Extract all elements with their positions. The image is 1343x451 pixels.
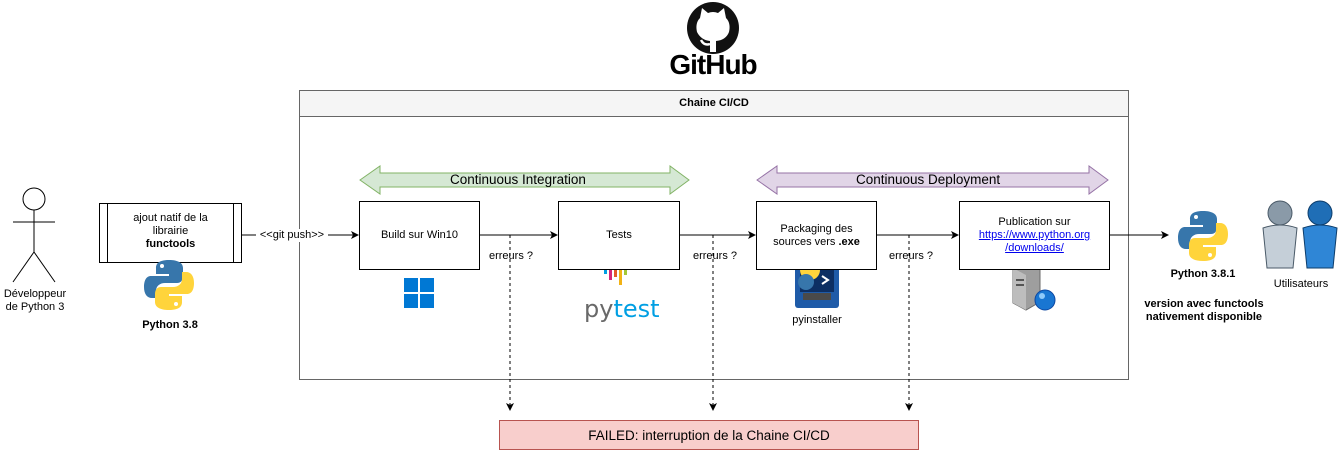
release-python-version: Python 3.8.1	[1170, 268, 1236, 280]
web-server-icon	[1012, 259, 1056, 311]
pyinstaller-label: pyinstaller	[792, 314, 842, 326]
tests-error-label: erreurs ?	[692, 250, 738, 262]
pytest-wordmark: pytest	[584, 295, 660, 323]
publication-step-box[interactable]: Publication sur https://www.python.org /…	[959, 201, 1110, 270]
release-note: version avec functools nativement dispon…	[1144, 298, 1264, 323]
cd-phase-arrow	[756, 165, 1109, 195]
developer-actor-icon	[12, 187, 56, 283]
users-icon	[1262, 200, 1338, 269]
python-downloads-link[interactable]: https://www.python.org	[978, 229, 1091, 241]
cicd-container-header	[299, 90, 1129, 117]
python-downloads-link-path[interactable]: /downloads/	[1005, 242, 1064, 254]
github-wordmark: GitHub	[669, 49, 757, 80]
build-step-box[interactable]: Build sur Win10	[359, 201, 480, 270]
ci-phase-label: Continuous Integration	[450, 172, 586, 187]
cd-phase-label: Continuous Deployment	[856, 172, 1001, 187]
developer-label: Développeur de Python 3	[3, 288, 67, 313]
python-logo-icon	[144, 260, 194, 310]
ci-phase-arrow	[359, 165, 690, 195]
packaging-step-box[interactable]: Packaging des sources vers .exe	[756, 201, 877, 270]
git-push-label: <<git push>>	[256, 229, 328, 242]
users-label: Utilisateurs	[1273, 278, 1329, 290]
cicd-container-title: Chaine CI/CD	[679, 97, 749, 109]
packaging-error-label: erreurs ?	[888, 250, 934, 262]
pyinstaller-logo-icon	[795, 260, 839, 308]
library-box-frame	[99, 203, 242, 263]
github-octocat-icon	[687, 2, 739, 54]
library-box[interactable]: ajout natif de la librairie functools	[133, 212, 208, 250]
python-release-logo-icon	[1178, 211, 1228, 261]
build-error-label: erreurs ?	[488, 250, 534, 262]
windows-logo-icon	[404, 278, 434, 308]
library-python-version: Python 3.8	[142, 319, 198, 331]
failed-box[interactable]: FAILED: interruption de la Chaine CI/CD	[499, 420, 919, 450]
tests-step-box[interactable]: Tests	[558, 201, 680, 270]
